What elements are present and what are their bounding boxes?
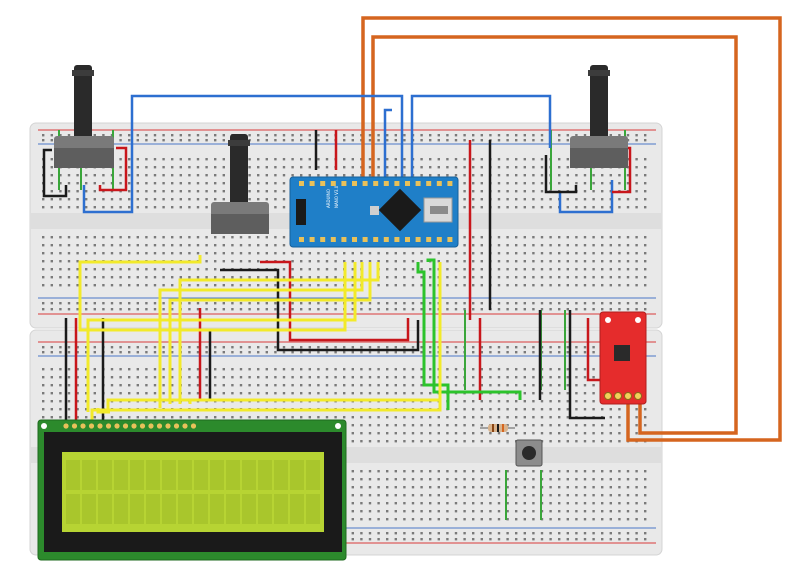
arduino-version-label: NANO V3.0 — [334, 185, 339, 208]
wire-yellow-lcd — [90, 262, 442, 420]
lcd-display — [37, 419, 347, 561]
sensor-pins — [604, 392, 642, 400]
potentiometer-middle — [211, 134, 269, 234]
pushbutton — [515, 439, 543, 467]
wire-orange — [361, 16, 782, 442]
wire-green — [416, 258, 522, 410]
lcd-character-grid — [66, 460, 320, 524]
sensor-module — [599, 311, 647, 405]
wire-yellow — [78, 255, 440, 414]
wire-blue — [82, 94, 614, 214]
wire-red — [74, 130, 632, 420]
lcd-pins — [41, 423, 341, 429]
wire-black — [42, 130, 605, 420]
arduino-nano: ARDUINO NANO V3.0 — [289, 176, 459, 248]
potentiometer-right — [570, 65, 628, 168]
potentiometer-left — [54, 65, 114, 168]
resistor — [480, 424, 515, 432]
arduino-name-label: ARDUINO — [326, 189, 331, 208]
arduino-nano-pins — [299, 181, 453, 242]
